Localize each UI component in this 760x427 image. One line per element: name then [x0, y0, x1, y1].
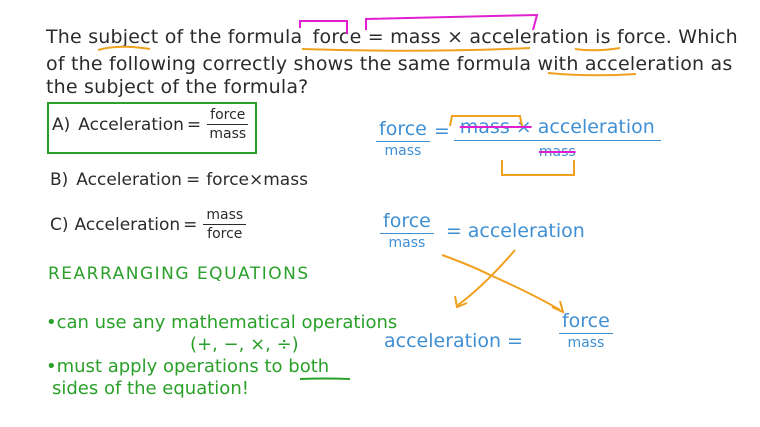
equals-sign: =: [367, 26, 384, 48]
notes-title: REARRANGING EQUATIONS: [48, 264, 310, 284]
step1-equals: =: [433, 120, 450, 142]
option-a[interactable]: A) Acceleration = force mass: [52, 108, 249, 142]
option-a-denominator: mass: [209, 126, 247, 142]
step2-lhs-den: mass: [388, 235, 426, 251]
option-c-numerator: mass: [203, 208, 247, 225]
option-a-box[interactable]: [47, 102, 257, 154]
notes-bullet-1-line-2: (+, −, ×, ÷): [190, 334, 299, 355]
option-b[interactable]: B) Acceleration = force×mass: [50, 170, 308, 190]
option-c-label: C): [50, 214, 69, 235]
word-is: is: [595, 26, 611, 48]
phrase-mass-times-acceleration: mass × acceleration: [390, 26, 589, 48]
notes-bullet-1-line-1: •can use any mathematical operations: [46, 312, 398, 333]
step1-rhs-fraction: mass × acceleration mass: [453, 116, 661, 160]
step2-lhs-fraction: force mass: [380, 212, 434, 250]
option-c-equals: =: [183, 214, 198, 235]
underline-force-answer: [574, 47, 621, 52]
working-step-3: acceleration = force mass: [384, 310, 613, 352]
step2-lhs-num: force: [380, 212, 434, 234]
underline-force-formula: [301, 47, 531, 52]
step1-rhs-num: mass × acceleration: [453, 116, 661, 141]
step1-cancelled-mass-times: mass ×: [459, 116, 532, 138]
arrow-to-acceleration: [457, 249, 516, 306]
step2-equals: =: [445, 220, 462, 242]
arrowhead-acceleration: [454, 295, 468, 309]
step1-acceleration: acceleration: [537, 116, 655, 138]
step1-cancelled-mass-den: mass: [538, 144, 576, 160]
option-b-lhs: Acceleration: [76, 170, 182, 190]
step1-lhs-num: force: [376, 119, 430, 142]
option-b-label: B): [50, 170, 69, 190]
word-subject: subject: [88, 26, 159, 48]
notes-bullet-2-line-1: •must apply operations to both: [46, 356, 330, 377]
box-mass-den: [501, 160, 575, 176]
word-force-2: force: [616, 26, 666, 48]
option-a-fraction: force mass: [207, 108, 249, 142]
step3-rhs-num: force: [558, 312, 613, 334]
step3-rhs-fraction: force mass: [558, 312, 613, 351]
step1-lhs-den: mass: [384, 142, 422, 159]
option-c-fraction: mass force: [203, 208, 247, 242]
arrow-to-force-mass: [441, 254, 561, 311]
option-c[interactable]: C) Acceleration = mass force: [50, 208, 247, 242]
question-line-2: of the following correctly shows the sam…: [46, 53, 733, 75]
option-b-rhs: force×mass: [206, 170, 308, 190]
phrase-of-the-formula: of the formula: [164, 26, 303, 48]
step3-rhs-den: mass: [567, 335, 605, 351]
option-c-denominator: force: [207, 226, 243, 242]
working-step-2: force mass = acceleration: [380, 212, 585, 250]
notes-bullet-2-line-2: sides of the equation!: [52, 378, 249, 399]
word-the: The: [46, 26, 82, 48]
step1-lhs-fraction: force mass: [376, 119, 430, 159]
underline-both: [299, 377, 351, 380]
word-force-1: force: [312, 26, 362, 48]
option-a-numerator: force: [207, 108, 249, 125]
question-line-3: the subject of the formula?: [46, 76, 309, 98]
question-line-1: The subject of the formula force = mass …: [46, 26, 738, 48]
option-a-lhs: Acceleration: [78, 114, 184, 135]
option-a-label: A): [52, 114, 71, 135]
option-c-lhs: Acceleration: [74, 214, 181, 235]
step3-equals: =: [507, 330, 523, 352]
word-which: . Which: [665, 26, 738, 48]
step3-lhs: acceleration: [384, 330, 502, 352]
step2-rhs: acceleration: [467, 220, 585, 242]
working-step-1: force mass = mass × acceleration mass: [376, 118, 661, 159]
option-b-equals: =: [185, 170, 201, 190]
option-a-equals: =: [186, 114, 202, 135]
